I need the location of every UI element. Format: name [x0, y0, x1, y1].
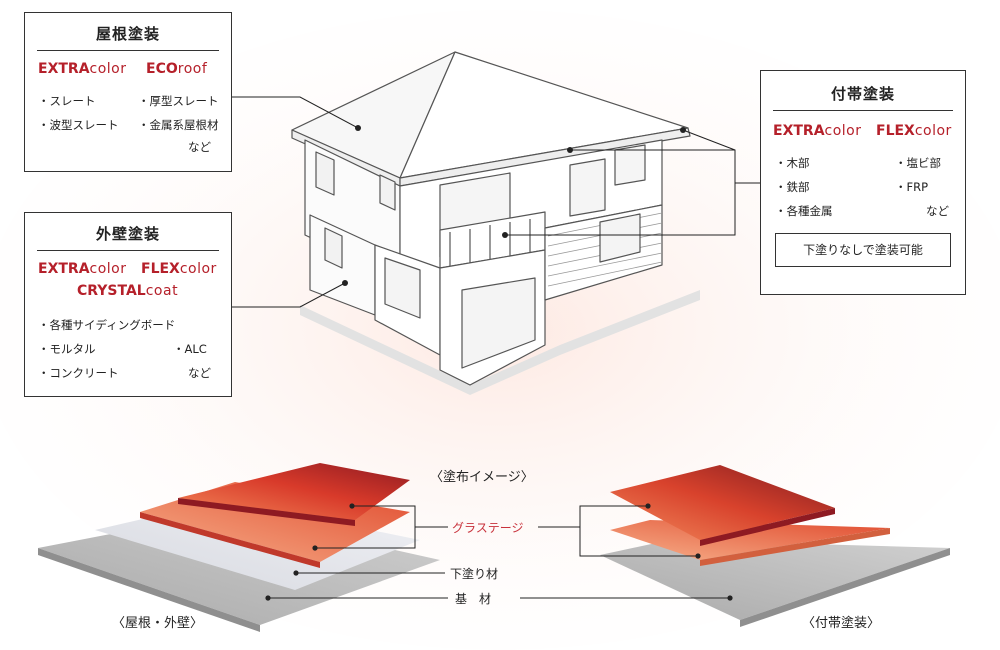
roof-eave-right [399, 127, 691, 187]
window-upper-left [315, 151, 335, 196]
window-lower-right [599, 213, 641, 263]
left-coat-layer-1-edge [140, 512, 320, 568]
layer-dots [265, 503, 733, 601]
right-coat-layer-2 [610, 465, 835, 540]
roof-brands: EXTRAcolor ECOroof [25, 61, 231, 89]
roof-item-corrugated-slate: ・波型スレート [38, 118, 119, 132]
trim-box-title: 付帯塗装 [773, 83, 953, 111]
window-lower-middle [384, 257, 421, 319]
layer-stack-left [38, 463, 440, 632]
window-upper-front-3 [614, 144, 646, 186]
left-coat-layer-2-edge [178, 498, 355, 526]
wall-item-alc: ・ALC [173, 342, 207, 356]
roof-item-metal-roofing: ・金属系屋根材 [138, 118, 219, 132]
wall-brand-extracolor: EXTRAcolor [38, 261, 127, 277]
trim-brand-flexcolor: FLEXcolor [876, 123, 952, 139]
porch-opening [461, 277, 536, 369]
roof-brand-extracolor: EXTRAcolor [38, 61, 127, 77]
trim-item-wood: ・木部 [775, 156, 810, 170]
trim-leader-balcony [505, 183, 736, 236]
wall-brand-crystalcoat: CRYSTALcoat [77, 283, 179, 299]
trim-brands: EXTRAcolor FLEXcolor [761, 123, 965, 151]
roof-item-etc: など [188, 140, 211, 154]
wall-coating-box: 外壁塗装 EXTRAcolor FLEXcolor CRYSTALcoat ・各… [24, 212, 232, 397]
roof-item-slate: ・スレート [38, 94, 96, 108]
trim-item-metals: ・各種金属 [775, 204, 833, 218]
wall-item-mortar: ・モルタル [38, 342, 96, 356]
primer-label: 下塗り材 [450, 567, 499, 581]
wall-leader [232, 282, 346, 308]
application-image-heading: 〈塗布イメージ〉 [430, 470, 534, 485]
roof-brand-ecoroof: ECOroof [146, 61, 208, 77]
trim-brand-extracolor: EXTRAcolor [773, 123, 862, 139]
trim-coating-box: 付帯塗装 EXTRAcolor FLEXcolor ・木部 ・鉄部 ・各種金属 … [760, 70, 966, 295]
roof-box-title: 屋根塗装 [37, 23, 219, 51]
wall-item-etc: など [188, 366, 211, 380]
callout-lines [232, 96, 760, 308]
layer-stack-right [600, 465, 950, 627]
left-base-edge [38, 548, 260, 632]
roof-item-thick-slate: ・厚型スレート [138, 94, 219, 108]
trim-item-iron: ・鉄部 [775, 180, 810, 194]
trim-leader-eave [682, 129, 760, 184]
right-base-layer [600, 540, 950, 620]
callout-dots [342, 125, 686, 286]
right-coat-layer-1-edge [700, 528, 890, 566]
window-upper-front-2 [569, 158, 606, 217]
right-coat-layer-1 [610, 520, 890, 560]
caption-trim: 〈付帯塗装〉 [802, 616, 881, 631]
roof-leader [232, 96, 359, 129]
wall-brands: EXTRAcolor FLEXcolor CRYSTALcoat [25, 261, 231, 309]
wall-box-title: 外壁塗装 [37, 223, 219, 251]
layer-leaders [268, 505, 730, 599]
window-upper-left-2 [379, 174, 396, 211]
wall-brand-flexcolor: FLEXcolor [141, 261, 217, 277]
base-material-label: 基 材 [455, 592, 492, 606]
trim-item-etc: など [926, 204, 949, 218]
right-base-edge [740, 548, 950, 627]
trim-item-pvc: ・塩ビ部 [895, 156, 941, 170]
glasstage-label: グラステージ [452, 521, 524, 535]
siding-lines [547, 212, 663, 287]
caption-roof-wall: 〈屋根・外壁〉 [112, 616, 204, 631]
roof-coating-box: 屋根塗装 EXTRAcolor ECOroof ・スレート ・波型スレート ・厚… [24, 12, 232, 172]
right-coat-layer-2-edge [700, 508, 835, 546]
glasstage-bracket-right [579, 505, 698, 557]
wall-item-concrete: ・コンクリート [38, 366, 119, 380]
wall-item-siding: ・各種サイディングボード [38, 318, 176, 332]
trim-item-frp: ・FRP [895, 180, 929, 194]
house-shadow [300, 290, 700, 395]
house-illustration [291, 51, 700, 395]
no-primer-note: 下塗りなしで塗装可能 [775, 233, 951, 267]
window-lower-left [324, 227, 343, 269]
